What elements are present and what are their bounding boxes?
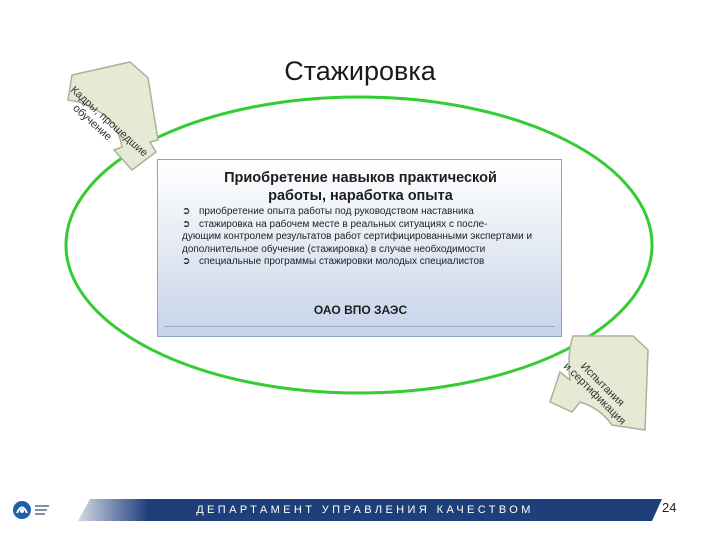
organization-name: ОАО ВПО ЗАЭС <box>313 303 408 317</box>
list-item: ➲ стажировка на рабочем месте в реальных… <box>182 219 547 257</box>
box-heading: Приобретение навыков практической работы… <box>158 169 563 205</box>
box-heading-line: работы, наработка опыта <box>268 188 453 204</box>
page-number: 24 <box>662 500 677 515</box>
arrow-bullet-icon: ➲ <box>182 218 191 230</box>
list-item-text: стажировка на рабочем месте в реальных с… <box>199 218 488 230</box>
list-item: ➲ приобретение опыта работы под руководс… <box>182 206 547 219</box>
list-item-continuation: дующим контролем результатов работ серти… <box>182 231 533 255</box>
box-divider <box>164 326 555 327</box>
arrow-bottom-right-shape <box>549 335 649 431</box>
slide-title: Стажировка <box>284 56 436 86</box>
box-heading-line: Приобретение навыков практической <box>224 170 497 186</box>
list-item-text: приобретение опыта работы под руководств… <box>199 206 474 217</box>
arrow-bullet-icon: ➲ <box>182 206 191 217</box>
box-bullet-list: ➲ приобретение опыта работы под руководс… <box>182 206 547 269</box>
arrow-top-left-shape <box>67 61 159 172</box>
internship-content-box: Приобретение навыков практической работы… <box>157 159 562 337</box>
rosatom-logo-icon <box>13 501 49 519</box>
footer-bar <box>78 499 662 521</box>
list-item: ➲ специальные программы стажировки молод… <box>182 256 547 269</box>
department-name: ДЕПАРТАМЕНТ УПРАВЛЕНИЯ КАЧЕСТВОМ <box>196 504 534 516</box>
list-item-text: специальные программы стажировки молодых… <box>199 256 485 267</box>
arrow-bullet-icon: ➲ <box>182 256 191 267</box>
